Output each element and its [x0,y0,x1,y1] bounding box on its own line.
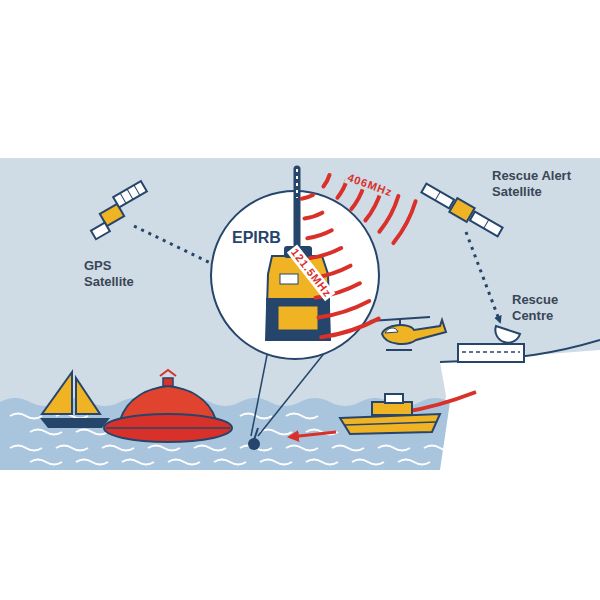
rescue-alert-satellite [420,181,504,239]
wave-stroke [398,460,430,465]
radio-wave [310,248,341,258]
wave-stroke [286,446,318,451]
wave-stroke [306,460,338,465]
radio-wave [305,213,323,219]
radio-wave [302,195,313,199]
wave-stroke [194,446,226,451]
helicopter [370,317,446,350]
wave-stroke [352,460,384,465]
wave-stroke [30,460,62,465]
sky-band [0,158,600,470]
radio-wave [307,230,331,238]
radio-wave [321,319,378,338]
radio-wave [393,201,415,243]
wave-stroke [76,460,108,465]
wave-stroke [260,460,292,465]
floating-epirb [248,428,260,450]
satellite-label: GPS Satellite [84,258,154,290]
wave-lines [10,414,456,465]
lifeboat [340,394,440,434]
wave-stroke [76,430,108,435]
rescue-route-arrow [290,432,336,437]
beacon-button [280,274,298,284]
wave-stroke [10,446,42,451]
leader-line [251,350,268,436]
radio-wave [323,175,329,186]
wave-stroke [148,446,180,451]
beacon-title: EPIRB [232,230,281,246]
cliff-edge [440,340,600,362]
liferaft [104,370,232,442]
satellite-label: Rescue Alert Satellite [492,168,596,200]
rescue-route-arrow [404,392,476,412]
antenna-stripes [296,169,298,198]
radio-wave [379,196,398,232]
wave-stroke [424,446,456,451]
wave-stroke [102,446,134,451]
antenna [294,169,301,252]
downlink-arrow [466,232,500,322]
rescue-centre-building [458,326,524,362]
radio-wave [318,301,369,318]
magnifier-circle: EPIRB [210,190,380,360]
wave-stroke [378,446,410,451]
wave-stroke [332,446,364,451]
circle-outline [210,190,380,360]
cliff [436,350,600,470]
wave-stroke [286,414,318,419]
wave-stroke [56,446,88,451]
wave-stroke [122,460,154,465]
beacon-label-panel [278,306,318,330]
wave-stroke [10,414,42,419]
wave-stroke [214,460,246,465]
station-label: Rescue Centre [512,292,582,324]
wave-stroke [30,430,62,435]
sailboat [40,372,110,428]
wave-stroke [260,430,292,435]
wave-stroke [168,460,200,465]
